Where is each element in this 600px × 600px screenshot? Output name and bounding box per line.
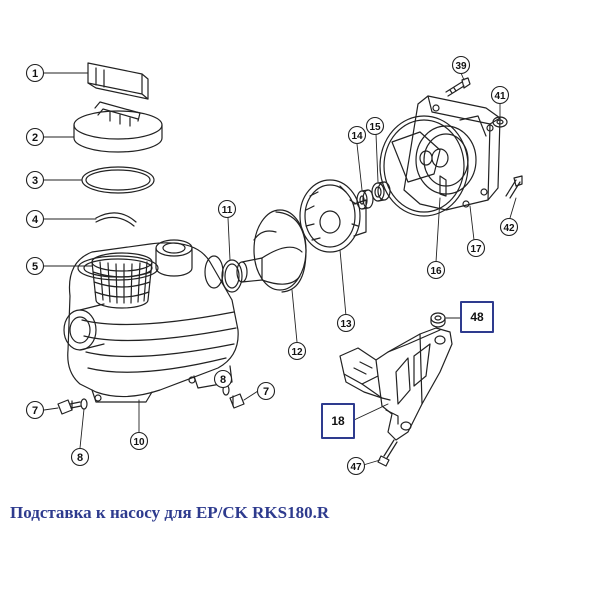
callout-label: 1 (32, 68, 38, 80)
callout-label: 16 (430, 266, 442, 277)
callout-c2: 2 (25, 127, 45, 147)
callout-circle (25, 170, 45, 190)
callout-c16: 16 (426, 260, 446, 280)
part-18-stand (339, 327, 453, 441)
callout-c14: 14 (347, 125, 367, 145)
callout-circle (129, 431, 149, 451)
callout-c47: 47 (346, 456, 366, 476)
part-12-diffuser (236, 209, 307, 293)
callout-circle (25, 127, 45, 147)
part-16-gasket (379, 115, 469, 217)
callout-circle (466, 238, 486, 258)
callout-c7a: 7 (25, 400, 45, 420)
callout-label: 13 (340, 319, 352, 330)
part-17-flange (403, 95, 501, 211)
callout-circle (490, 85, 510, 105)
callout-circle (451, 55, 471, 75)
callout-label: 12 (291, 347, 303, 358)
callout-highlight-box (460, 301, 494, 333)
part-7-drain-plug-right (229, 393, 245, 409)
callout-label: 15 (369, 122, 381, 133)
callout-c11: 11 (217, 199, 237, 219)
callout-c18: 18 (321, 403, 355, 439)
callout-label: 3 (32, 175, 38, 187)
callout-c8a: 8 (70, 447, 90, 467)
part-7-drain-plug-left (57, 399, 82, 415)
callout-label: 4 (32, 214, 39, 226)
callout-label: 11 (222, 205, 233, 216)
callout-label: 8 (220, 374, 226, 386)
callout-label: 18 (331, 414, 345, 428)
callout-c8b: 8 (213, 369, 233, 389)
callout-c1: 1 (25, 63, 45, 83)
callout-c10: 10 (129, 431, 149, 451)
part-4-clip (95, 212, 137, 227)
callout-circle (287, 341, 307, 361)
callout-label: 17 (470, 244, 482, 255)
part-3-oring (81, 166, 155, 194)
callout-circle (213, 369, 233, 389)
callout-c39: 39 (451, 55, 471, 75)
callout-circle (256, 381, 276, 401)
callout-highlight-box (321, 403, 355, 439)
callout-c41: 41 (490, 85, 510, 105)
callout-circle (25, 63, 45, 83)
callout-label: 8 (77, 452, 83, 464)
callout-circle (499, 217, 519, 237)
callout-label: 2 (32, 132, 38, 144)
part-13-impeller (299, 179, 367, 253)
part-11-oring (221, 259, 243, 293)
part-42-screw (505, 175, 523, 199)
callout-label: 14 (351, 131, 363, 142)
callout-label: 7 (263, 386, 269, 398)
callout-c13: 13 (336, 313, 356, 333)
part-8-oring-left (80, 398, 88, 410)
callout-c4: 4 (25, 209, 45, 229)
callout-circle (336, 313, 356, 333)
callout-label: 7 (32, 405, 38, 417)
leader-lines (43, 72, 517, 467)
callout-circle (347, 125, 367, 145)
callout-circle (25, 400, 45, 420)
part-10-housing (63, 239, 239, 403)
callout-c48: 48 (460, 301, 494, 333)
callout-c12: 12 (287, 341, 307, 361)
callout-c15: 15 (365, 116, 385, 136)
part-39-screw (445, 77, 471, 97)
callout-c42: 42 (499, 217, 519, 237)
callout-circle (70, 447, 90, 467)
part-47-screw (377, 439, 398, 467)
part-48-washer (430, 312, 446, 328)
caption: Подставка к насосу для EP/CK RKS180.R (10, 503, 330, 522)
callout-circle (217, 199, 237, 219)
callout-circle (346, 456, 366, 476)
callout-label: 39 (455, 61, 467, 72)
callout-circle (426, 260, 446, 280)
callout-label: 47 (350, 462, 362, 473)
part-1-handle (87, 62, 149, 100)
callout-c17: 17 (466, 238, 486, 258)
callout-c5: 5 (25, 256, 45, 276)
callout-circle (25, 209, 45, 229)
part-14-seal (356, 189, 374, 210)
callout-label: 10 (133, 437, 145, 448)
callout-label: 42 (503, 223, 515, 234)
callout-label: 48 (470, 310, 484, 324)
callout-circle (365, 116, 385, 136)
callout-circle (25, 256, 45, 276)
part-2-lid (73, 101, 163, 153)
callout-c7b: 7 (256, 381, 276, 401)
callout-c3: 3 (25, 170, 45, 190)
callout-label: 5 (32, 261, 38, 273)
callout-label: 41 (494, 91, 506, 102)
